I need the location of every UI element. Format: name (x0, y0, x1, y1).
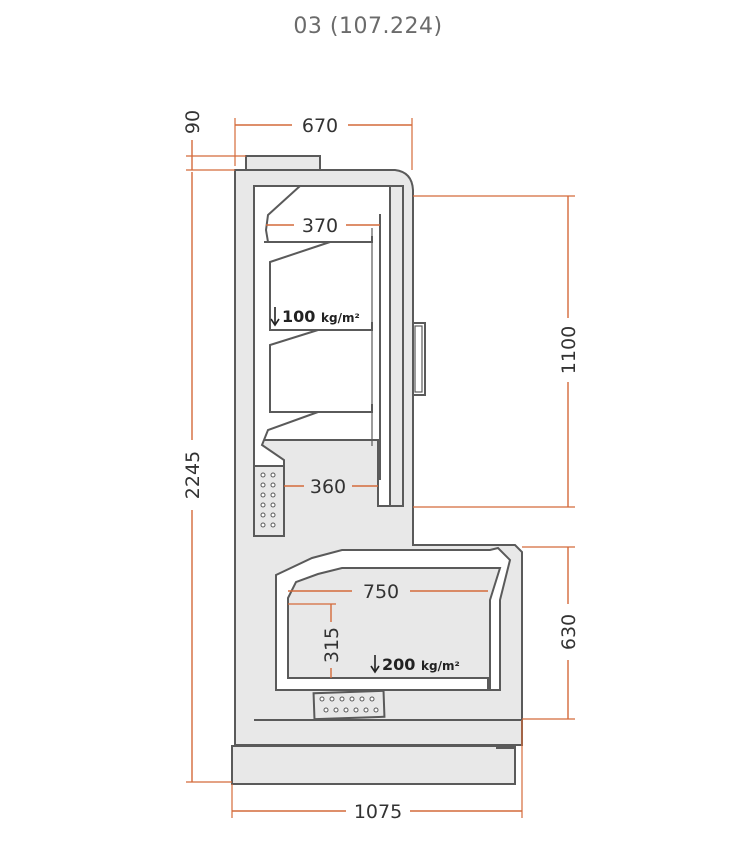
well-load-value: 200 (382, 655, 415, 674)
glass-door (389, 185, 404, 507)
dim-750-label: 750 (363, 581, 399, 603)
rear-vent-panel (253, 465, 285, 537)
well-load-unit: kg/m² (421, 659, 460, 673)
dim-2245-label: 2245 (182, 451, 204, 499)
dim-1100-label: 1100 (558, 326, 580, 374)
dim-90-label: 90 (182, 110, 204, 134)
shelf-load-unit: kg/m² (321, 311, 360, 325)
dim-360-label: 360 (310, 476, 346, 498)
dim-630-label: 630 (558, 614, 580, 650)
lower-well-cavity (275, 546, 512, 691)
shelf-load-value: 100 (282, 307, 315, 326)
dim-315-label: 315 (321, 627, 343, 663)
base-plinth (231, 745, 516, 785)
front-vent-grille (312, 689, 386, 721)
dim-370-label: 370 (302, 215, 338, 237)
top-canopy (245, 155, 321, 171)
dim-670-label: 670 (302, 115, 338, 137)
well-tub (275, 600, 500, 691)
diagram-title: 03 (107.224) (293, 14, 443, 39)
front-vent-holes (319, 696, 379, 713)
rear-vent-holes (260, 472, 276, 528)
dim-1075-label: 1075 (354, 801, 402, 823)
door-handle (412, 322, 426, 396)
door-handle-inner (414, 325, 423, 393)
